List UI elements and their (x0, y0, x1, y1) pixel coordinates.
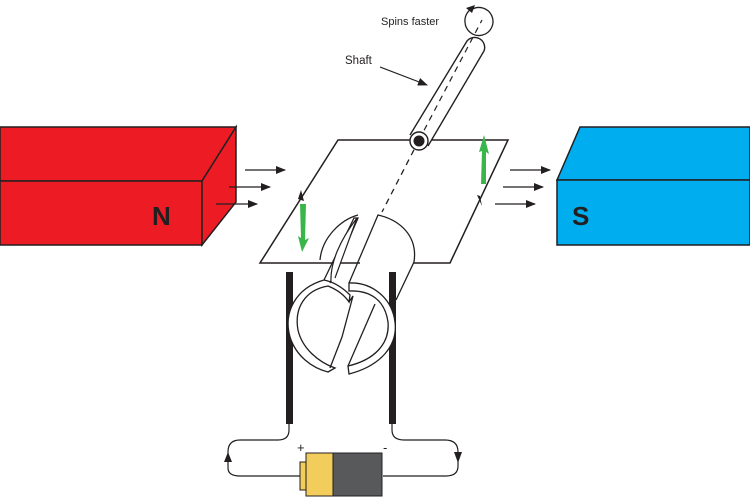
north-pole-label: N (152, 201, 171, 231)
field-arrows-right (495, 166, 551, 208)
commutator-left-disc (319, 214, 359, 261)
field-arrows-left (216, 166, 286, 208)
rotation-indicator (464, 5, 494, 37)
circuit-wire (224, 424, 462, 477)
south-magnet: S (555, 126, 750, 246)
shaft-body (409, 36, 486, 147)
south-pole-label: S (572, 201, 589, 231)
shaft (409, 19, 486, 151)
rotation-axis (381, 139, 420, 213)
current-arrow-down (454, 452, 462, 463)
commutator-left-half (287, 279, 351, 373)
battery-minus-label: - (383, 440, 387, 455)
commutator-right-arm (347, 214, 416, 367)
commutator-left-plate (330, 217, 358, 283)
wire-right (383, 424, 459, 477)
shaft-end (413, 135, 425, 147)
south-magnet-top-face (555, 126, 750, 181)
shaft-axis (418, 19, 483, 141)
spins-faster-label: Spins faster (381, 16, 439, 28)
north-magnet-front-face (0, 180, 203, 246)
coil-wire (258, 139, 510, 264)
battery-negative-end (332, 452, 383, 497)
rotation-arrowhead (466, 5, 475, 13)
rotation-arrow-icon (464, 6, 494, 37)
shaft-label: Shaft (345, 55, 373, 67)
brush-right (389, 272, 396, 424)
force-arrow-down (298, 204, 309, 252)
wire-left (227, 424, 302, 477)
battery-positive-end (305, 452, 334, 497)
north-magnet: N (0, 124, 238, 248)
current-arrow-right (477, 195, 482, 206)
north-magnet-top-face (0, 126, 238, 182)
shaft-pointer-arrow (379, 66, 428, 86)
coil-loop (258, 139, 510, 264)
commutator-right-half (347, 282, 396, 375)
brush-left (286, 272, 293, 424)
south-magnet-front-face (556, 179, 750, 246)
north-magnet-side-face (201, 124, 237, 248)
current-arrow-left (298, 190, 304, 201)
force-arrow-up (479, 135, 489, 184)
force-arrows (298, 135, 489, 252)
current-arrow-up (224, 452, 232, 462)
battery-plus-label: + (297, 440, 305, 455)
battery: + - (297, 440, 387, 497)
commutator (287, 214, 416, 375)
